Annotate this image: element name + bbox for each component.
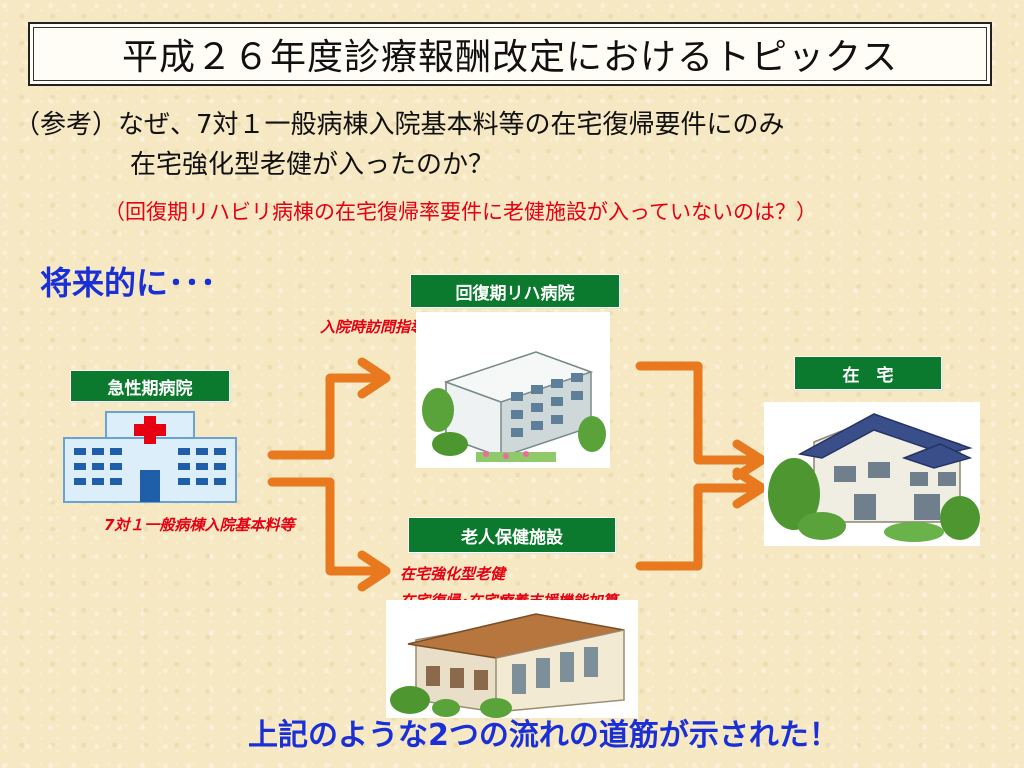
house-icon	[768, 413, 980, 542]
arrow-acute-to-roken-head	[357, 550, 391, 592]
nursing-facility-label: 老人保健施設	[408, 517, 616, 553]
arrow-acute-to-rehab	[267, 373, 385, 460]
arrow-roken-to-home	[635, 483, 760, 571]
red-question-note: （回復期リハビリ病棟の在宅復帰率要件に老健施設が入っていないのは？）	[104, 200, 817, 224]
nursing-facility-icon	[390, 613, 625, 718]
nursing-facility-caption-1: 在宅強化型老健	[400, 565, 506, 583]
slide-title: 平成２６年度診療報酬改定におけるトピックス	[28, 22, 992, 86]
nursing-facility-image	[386, 600, 638, 718]
arrow-acute-to-roken	[267, 477, 385, 576]
home-image	[764, 402, 980, 546]
arrow-rehab-to-home	[635, 361, 760, 465]
conclusion-text: 上記のような2つの流れの道筋が示された！	[248, 718, 839, 753]
arrow-rehab-to-home-head	[732, 439, 767, 481]
question-line-1: （参考）なぜ、7対１一般病棟入院基本料等の在宅復帰要件にのみ	[14, 110, 785, 140]
rehab-hospital-label: 回復期リハ病院	[410, 274, 620, 308]
future-heading: 将来的に･･･	[40, 264, 217, 302]
acute-hospital-label: 急性期病院	[70, 370, 230, 402]
question-line-2: 在宅強化型老健が入ったのか？	[130, 150, 495, 180]
rehab-building-icon	[422, 351, 606, 462]
home-label: 在 宅	[794, 356, 942, 390]
acute-hospital-caption: 7対１一般病棟入院基本料等	[104, 516, 295, 534]
rehab-building-image	[416, 312, 610, 468]
arrow-acute-to-rehab-head	[357, 357, 391, 399]
hospital-icon	[63, 411, 237, 503]
arrow-roken-to-home-head	[732, 467, 767, 509]
